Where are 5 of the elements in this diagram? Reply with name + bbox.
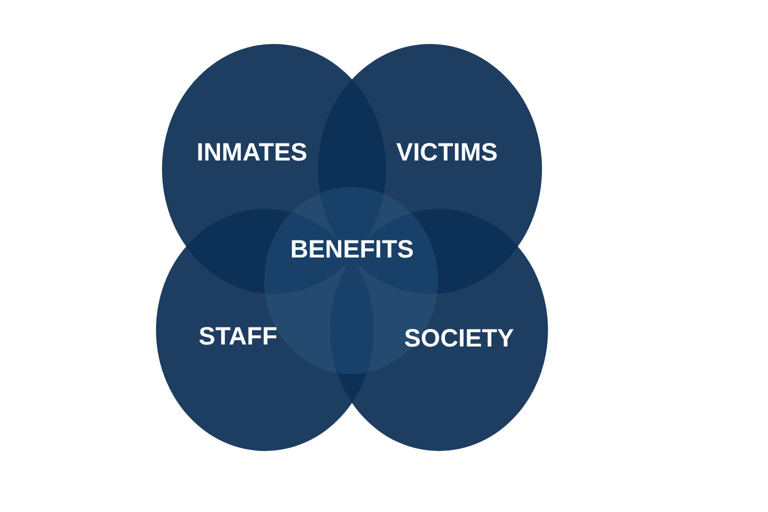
circle-label: INMATES	[196, 139, 308, 167]
circle-label: BENEFITS	[290, 236, 414, 264]
circle-label: SOCIETY	[404, 325, 514, 353]
circle-label: VICTIMS	[396, 139, 498, 167]
circle-label: STAFF	[198, 323, 278, 351]
